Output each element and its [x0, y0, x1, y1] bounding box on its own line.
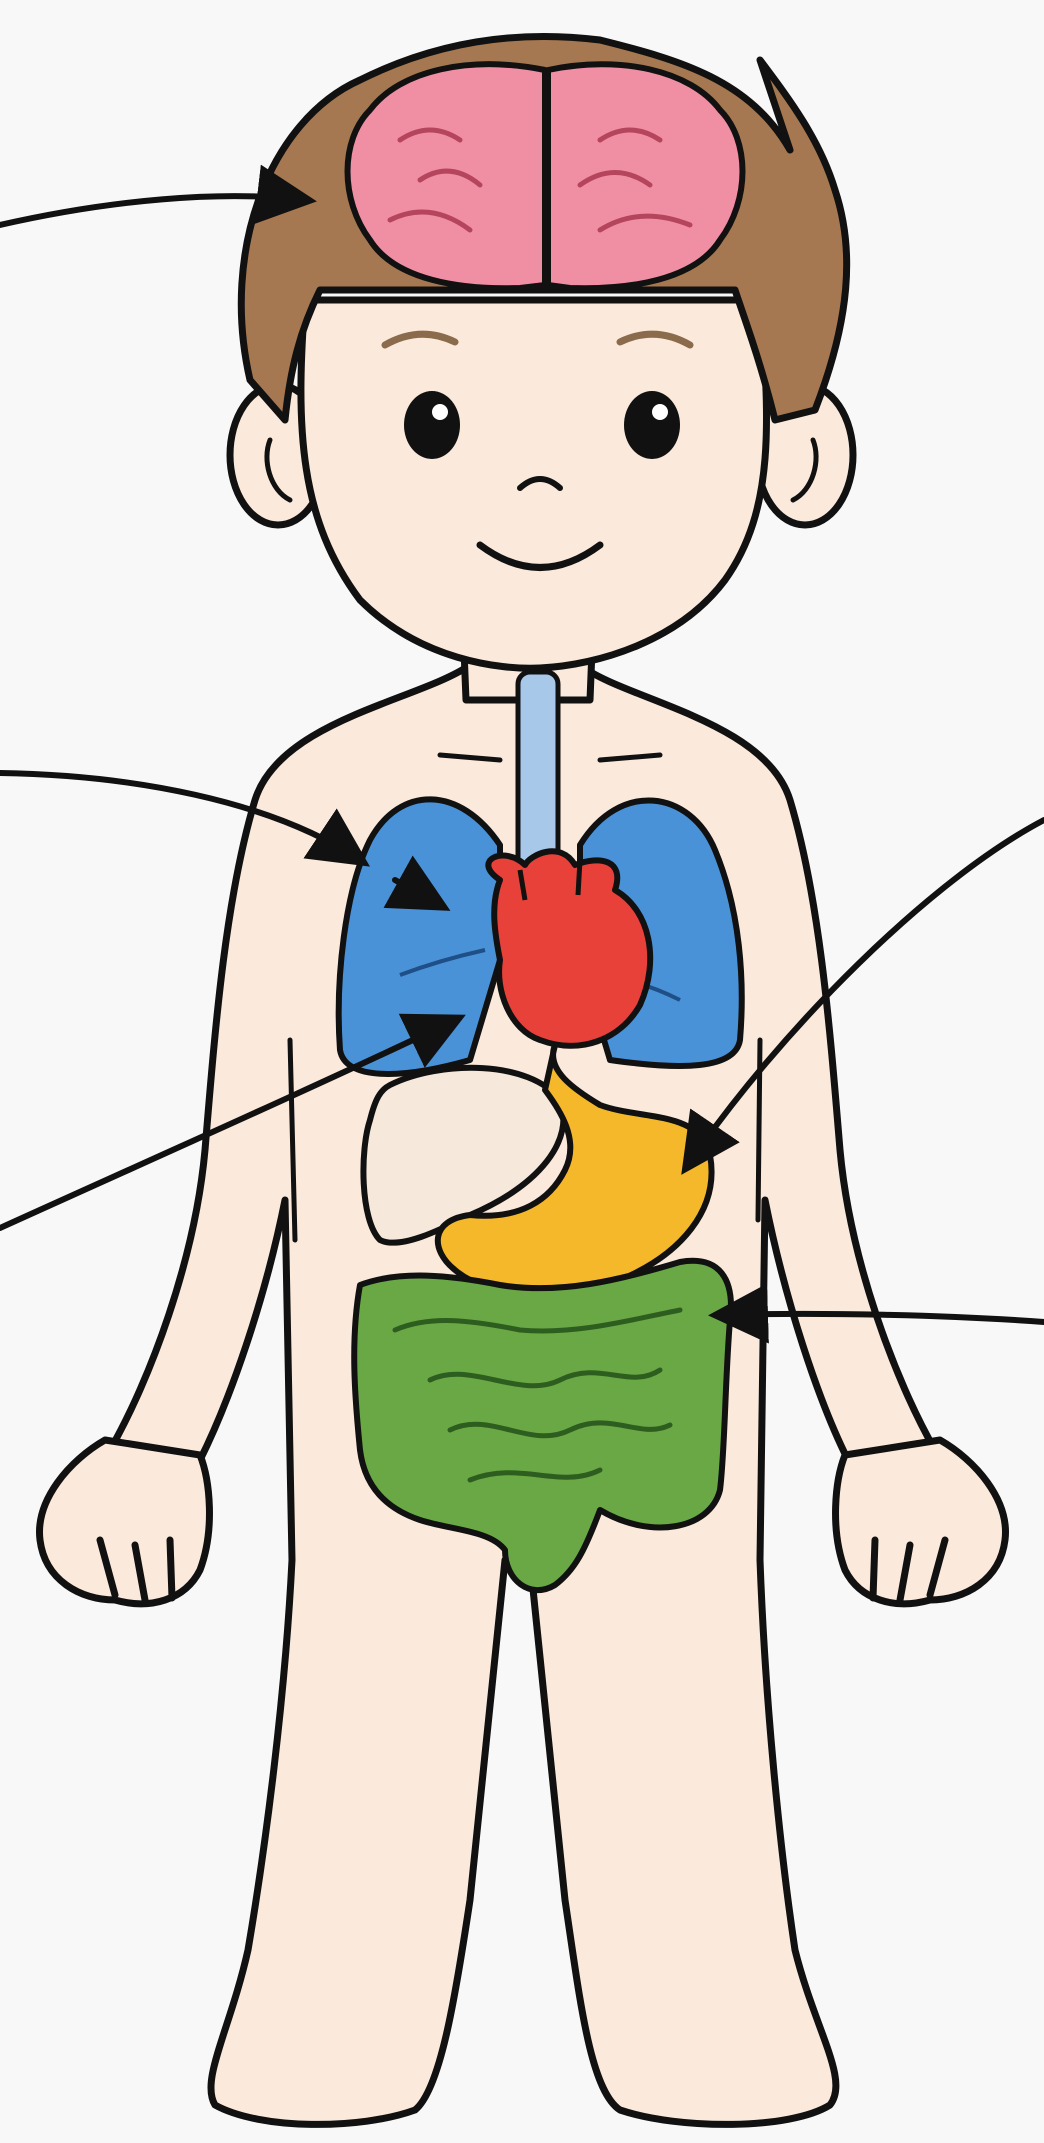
- face: [301, 300, 767, 668]
- brain-icon: [348, 64, 743, 288]
- left-hand: [40, 1440, 210, 1604]
- arrow-to-intestines: [720, 1314, 1044, 1322]
- right-eye: [624, 391, 680, 459]
- right-hand: [836, 1440, 1006, 1604]
- windpipe-icon: [518, 672, 558, 872]
- left-eye: [404, 391, 460, 459]
